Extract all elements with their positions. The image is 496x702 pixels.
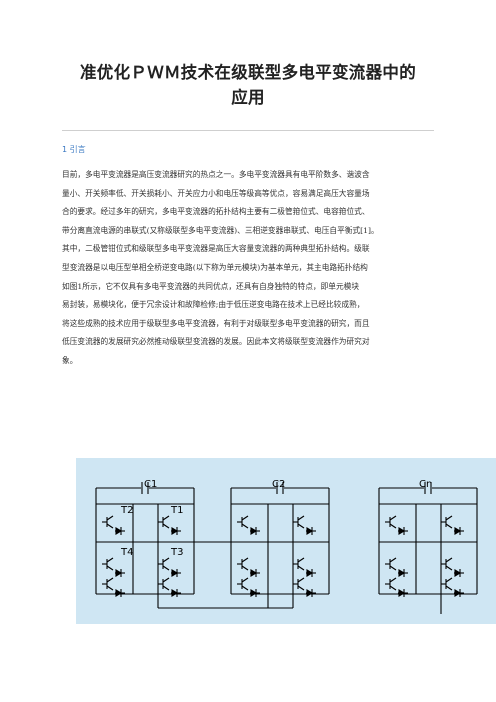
igbt-switch-bottom-right — [158, 577, 181, 597]
igbt-switch-upper-left — [385, 515, 408, 535]
capacitor-label-cn: Cn — [419, 479, 432, 490]
intro-paragraph: 目前，多电平变流器是高压变流器研究的热点之一。多电平变流器具有电平阶数多、谐波含… — [62, 166, 434, 371]
igbt-switch-lower-right — [293, 557, 316, 577]
paragraph-line: 目前，多电平变流器是高压变流器研究的热点之一。多电平变流器具有电平阶数多、谐波含 — [62, 170, 370, 179]
igbt-switch-bottom-right — [441, 577, 464, 597]
igbt-switch-upper-right — [293, 515, 316, 535]
title-line-2: 应用 — [231, 88, 265, 107]
switch-label-t2: T2 — [120, 505, 133, 516]
paragraph-line: 型变流器是以电压型单相全桥逆变电路(以下称为单元模块)为基本单元，其主电路拓扑结… — [62, 262, 368, 272]
igbt-switch-bottom-left — [237, 577, 260, 597]
paragraph-line: 将这些成熟的技术应用于级联型多电平变流器，有利于对级联型多电平变流器的研究，而且 — [62, 318, 370, 328]
article-title: 准优化ＰＷＭ技术在级联型多电平变流器中的 应用 — [62, 60, 434, 110]
paragraph-line: 量小、开关频率低、开关损耗小、开关应力小和电压等级高等优点，容易满足高压大容量场 — [62, 188, 370, 198]
paragraph-line: 如图1所示，它不仅具有多电平变流器的共同优点，还具有自身独特的特点，即单元模块 — [62, 281, 360, 291]
paragraph-line: 象。 — [62, 355, 78, 365]
igbt-switch-upper-left — [237, 515, 260, 535]
capacitor-label-c1: C1 — [144, 479, 157, 490]
section-heading: 1 引言 — [62, 145, 86, 154]
igbt-switch-lower-right — [158, 557, 181, 577]
paragraph-line: 易封装，易模块化，便于冗余设计和故障检修;由于低压逆变电路在技术上已经比较成熟， — [62, 300, 365, 310]
igbt-switch-bottom-left — [385, 577, 408, 597]
paragraph-line: 带分离直流电源的串联式(又称级联型多电平变流器)、三相逆变器串联式、电压自平衡式… — [62, 225, 379, 235]
title-divider — [62, 130, 434, 131]
title-line-1: 准优化ＰＷＭ技术在级联型多电平变流器中的 — [80, 63, 416, 82]
switch-label-t3: T3 — [170, 547, 183, 558]
igbt-switch-bottom-right — [293, 577, 316, 597]
igbt-switch-lower-left — [385, 557, 408, 577]
igbt-switch-lower-right — [441, 557, 464, 577]
switch-label-t1: T1 — [170, 505, 183, 516]
capacitor-label-c2: C2 — [272, 479, 285, 490]
figure-background — [76, 458, 496, 624]
paragraph-line: 合的要求。经过多年的研究，多电平变流器的拓扑结构主要有二极管箝位式、电容箝位式、 — [62, 207, 370, 217]
cascaded-inverter-circuit-figure: C1 C2 Cn T2 T1 T4 T3 — [76, 458, 496, 624]
igbt-switch-upper-left — [102, 515, 125, 535]
igbt-switch-bottom-left — [102, 577, 125, 597]
igbt-switch-lower-left — [237, 557, 260, 577]
switch-label-t4: T4 — [120, 547, 133, 558]
paragraph-line: 低压变流器的发展研究必然推动级联型变流器的发展。因此本文将级联型变流器作为研究对 — [62, 337, 370, 347]
igbt-switch-upper-right — [158, 515, 181, 535]
igbt-switch-upper-right — [441, 515, 464, 535]
igbt-switch-lower-left — [102, 557, 125, 577]
paragraph-line: 其中，二极管钳位式和级联型多电平变流器是高压大容量变流器的两种典型拓扑结构。级联 — [62, 244, 370, 254]
